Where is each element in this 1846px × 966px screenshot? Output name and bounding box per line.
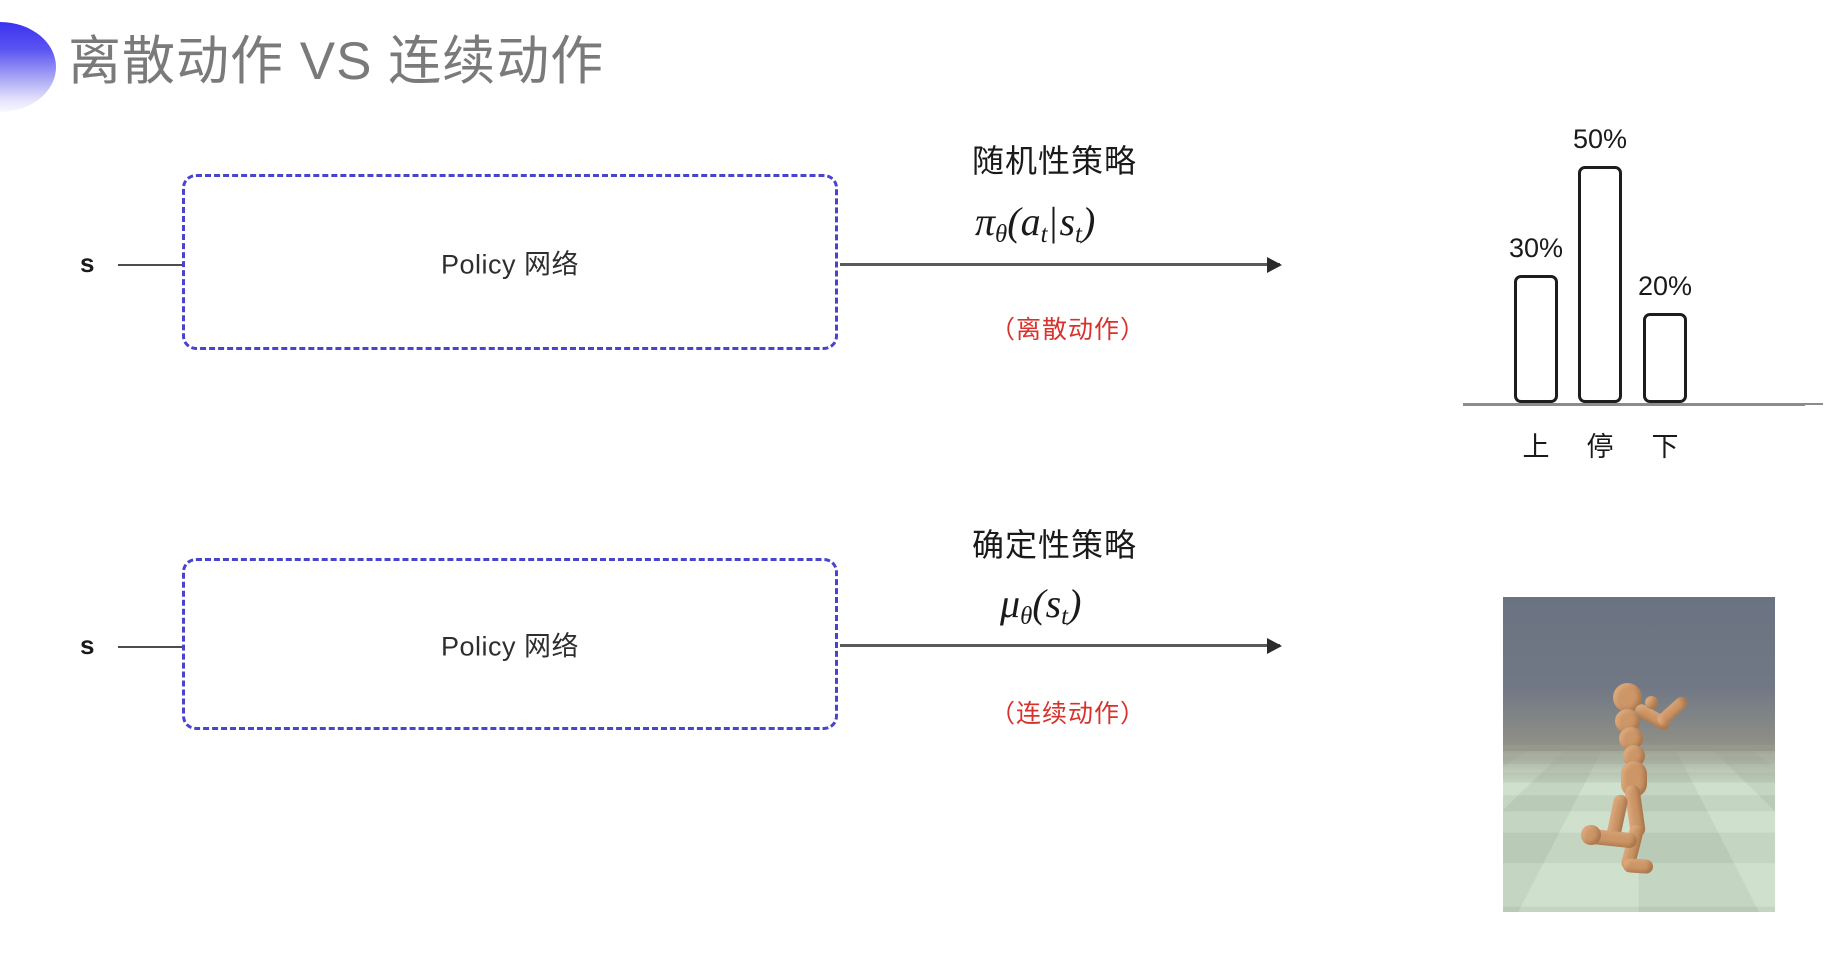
policy-network-box-continuous[interactable]: Policy 网络 xyxy=(182,558,838,730)
bar-value-label-0: 30% xyxy=(1508,233,1564,263)
humanoid-simulation-image xyxy=(1503,597,1775,912)
humanoid-rear-foot xyxy=(1581,825,1601,845)
bar-rect-2 xyxy=(1643,313,1687,403)
formula-arg1-sub: t xyxy=(1061,602,1069,630)
chart-x-axis xyxy=(1463,403,1823,405)
formula-arg1: a xyxy=(1020,199,1041,244)
page-title: 离散动作 VS 连续动作 xyxy=(68,32,605,91)
chart-tick-label-0: 上 xyxy=(1522,432,1550,462)
formula-arg1: s xyxy=(1045,581,1062,626)
input-arrow-discrete xyxy=(118,264,194,266)
input-arrow-continuous xyxy=(118,646,194,648)
bar-value-label-2: 20% xyxy=(1637,271,1693,301)
policy-formula-discrete: πθ(at|st) xyxy=(975,198,1095,249)
formula-arg1-sub: t xyxy=(1040,220,1048,248)
formula-open-paren: ( xyxy=(1032,581,1046,626)
chart-tick-label-2: 下 xyxy=(1651,432,1679,462)
policy-network-label-continuous: Policy 网络 xyxy=(440,631,580,662)
formula-arg2-sub: t xyxy=(1075,220,1082,248)
humanoid-mid-torso xyxy=(1619,727,1643,750)
action-probability-bar-chart: 30% 50% 20% 上 停 下 xyxy=(1463,95,1823,462)
policy-network-box-discrete[interactable]: Policy 网络 xyxy=(182,174,838,350)
policy-network-label-discrete: Policy 网络 xyxy=(440,249,580,280)
formula-arg2: s xyxy=(1059,199,1076,244)
bar-rect-1 xyxy=(1578,166,1622,403)
chart-tick-label-1: 停 xyxy=(1586,432,1614,462)
formula-head-sub: θ xyxy=(995,220,1008,248)
chart-baseline-extension xyxy=(1463,404,1805,406)
state-input-label-continuous: s xyxy=(80,630,95,660)
action-type-tag-continuous: （连续动作） xyxy=(990,700,1147,728)
output-arrow-continuous xyxy=(840,644,1280,647)
bar-group-0: 30% xyxy=(1509,233,1563,403)
half-circle-bullet-icon xyxy=(0,22,56,112)
bar-group-1: 50% xyxy=(1573,124,1627,403)
formula-conditional-bar: | xyxy=(1049,199,1058,244)
formula-head: π xyxy=(975,199,996,244)
bar-value-label-1: 50% xyxy=(1572,124,1628,154)
bar-rect-0 xyxy=(1514,275,1558,403)
policy-type-label-continuous: 确定性策略 xyxy=(972,527,1138,563)
formula-close-paren: ) xyxy=(1081,199,1096,244)
policy-formula-continuous: μθ(st) xyxy=(1000,580,1081,631)
output-arrow-discrete xyxy=(840,263,1280,266)
action-type-tag-discrete: （离散动作） xyxy=(990,316,1147,344)
formula-open-paren: ( xyxy=(1007,199,1021,244)
policy-type-label-discrete: 随机性策略 xyxy=(972,143,1138,179)
state-input-label-discrete: s xyxy=(80,248,95,278)
formula-head: μ xyxy=(1000,581,1021,626)
formula-head-sub: θ xyxy=(1020,602,1033,630)
humanoid-front-foot xyxy=(1622,857,1654,875)
humanoid-hand xyxy=(1645,696,1658,709)
formula-close-paren: ) xyxy=(1068,581,1082,626)
bar-group-2: 20% xyxy=(1638,271,1692,403)
